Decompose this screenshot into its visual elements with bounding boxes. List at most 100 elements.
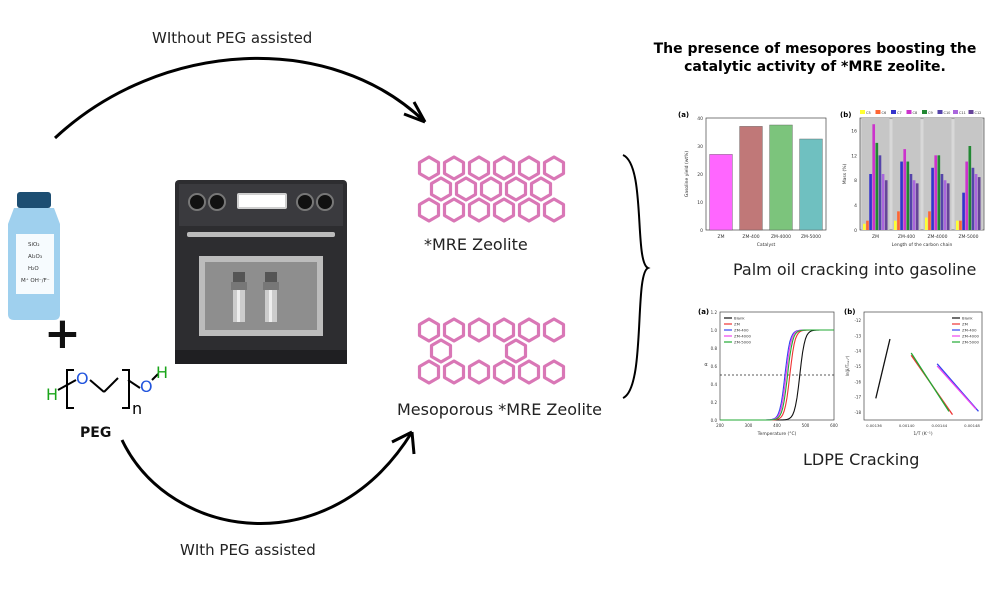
y-tick-label: 40 [697,116,703,122]
y-tick-label: 4 [854,203,857,209]
y-tick-label: 16 [851,128,857,134]
x-tick-label: 600 [830,423,838,428]
y-tick-label: 0 [700,228,703,234]
y-tick-label: 12 [851,153,857,159]
headline-line-1: The presence of mesopores boosting the [653,41,977,57]
zeolite-ring [467,317,491,343]
zeolite-ring [517,155,541,181]
panel-label: (b) [840,111,851,119]
y-tick-label: 0.6 [711,364,718,369]
zeolite-ring [442,359,466,385]
top-arrow-label: WIthout PEG assisted [152,29,313,47]
ldpe-cracking-label: LDPE Cracking [803,450,920,469]
bar [971,167,975,230]
bar [799,138,823,231]
mre-zeolite-structure [417,155,566,223]
y-tick-label: -13 [854,333,861,338]
legend-label: Blank [734,316,745,321]
zeolite-ring [504,176,528,202]
palm-oil-cracking-label: Palm oil cracking into gasoline [733,260,977,279]
y-tick-label: 1.0 [711,328,718,333]
bar [866,220,869,230]
legend-swatch [968,110,974,114]
y-tick-label: -18 [854,410,861,415]
y-axis-label: Mass (%) [842,163,848,184]
zeolite-ring [529,176,553,202]
zeolite-ring [479,176,503,202]
peg-h-right: H [156,363,168,382]
bar [709,154,733,231]
zeolite-ring [492,197,516,223]
legend-label: C5 [866,111,871,115]
legend-label: C6 [882,111,887,115]
bar [937,155,941,230]
zeolite-ring [542,197,566,223]
legend-label: ZM [962,322,968,327]
peg-label: PEG [80,425,112,441]
bar [739,126,763,231]
zeolite-ring [542,317,566,343]
y-axis-label: α [704,362,708,368]
bottle-line-4: M⁺ OH⁻/F⁻ [21,277,50,284]
legend-swatch [937,110,943,114]
series-line [936,365,977,410]
bar [878,155,882,230]
y-tick-label: -15 [854,364,861,369]
y-tick-label: -17 [854,395,861,400]
bar [909,174,913,230]
zeolite-ring [467,359,491,385]
panel-label: (b) [844,308,855,316]
bar [906,161,910,230]
bar [962,192,965,230]
zeolite-ring [417,317,441,343]
legend-label: ZM-5000 [962,340,979,345]
zeolite-ring [467,155,491,181]
y-tick-label: -16 [854,379,861,384]
zeolite-ring [492,359,516,385]
legend-label: ZM-4000 [962,334,979,339]
bar [943,180,947,230]
legend-swatch [860,110,865,114]
zeolite-ring [542,359,566,385]
bottle-line-2: Al₂O₃ [28,254,42,260]
zeolite-ring [417,359,441,385]
series-line [720,329,834,421]
bar [968,146,972,230]
x-tick-label: 300 [745,423,753,428]
bar [769,124,793,231]
y-tick-label: 0.8 [711,346,718,351]
y-tick-label: 0 [854,228,857,234]
bar [940,174,944,230]
x-tick-label: 400 [773,423,781,428]
plot-frame [863,311,983,421]
x-tick-label: ZM [718,234,725,240]
x-axis-label: Length of the carbon chain [892,242,953,248]
bar [872,124,876,230]
x-axis-label: Temperature (°C) [757,431,797,437]
peg-structure: H O n O H [46,363,168,418]
y-tick-label: 30 [697,144,703,150]
x-tick-label: 0.00140 [899,423,915,428]
legend-label: C10 [944,111,951,115]
zeolite-ring [504,338,528,364]
zeolite-ring [442,155,466,181]
legend-label: ZM-4000 [734,334,751,339]
x-tick-label: ZM-400 [898,234,915,240]
series-line [910,352,950,412]
y-axis-label: Gasoline yield (wt%) [684,151,690,198]
x-tick-label: ZM-5000 [958,234,978,240]
bar [946,183,950,230]
y-tick-label: 0.4 [711,382,718,387]
headline-line-2: catalytic activity of *MRE zeolite. [684,59,946,75]
y-tick-label: -14 [854,349,861,354]
bar [974,174,978,230]
zeolite-ring [429,176,453,202]
bar [869,174,872,230]
panel-label: (a) [678,111,689,119]
bar [897,211,900,230]
mre-zeolite-label: *MRE Zeolite [424,235,528,254]
bar [875,142,879,230]
